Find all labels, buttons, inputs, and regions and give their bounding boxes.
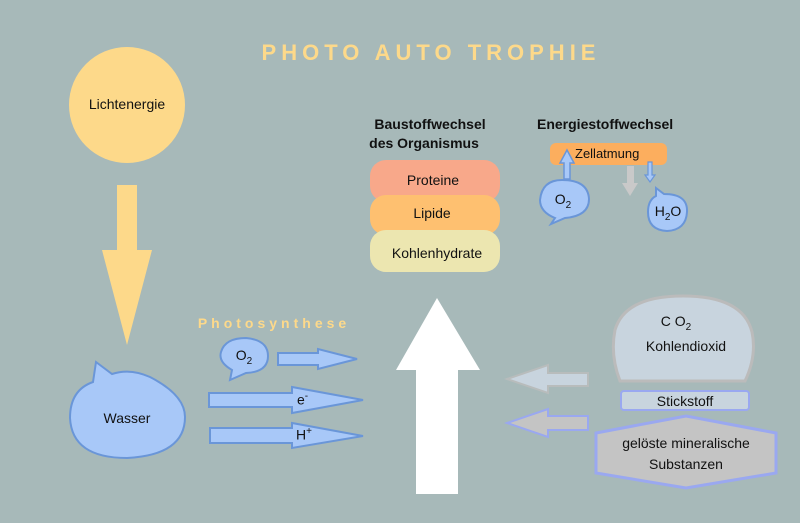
energy-o2-bubble: [538, 178, 591, 227]
layer-label-kohlenhydrate: Kohlenhydrate: [391, 245, 483, 261]
h2o-hydrogen: H: [654, 203, 665, 219]
h2o-bubble: [646, 186, 689, 233]
o2-arrow: [277, 347, 358, 371]
layer-lipide: [370, 195, 500, 235]
h2o-subscript: 2: [664, 211, 671, 223]
layer-kohlenhydrate: [370, 230, 500, 272]
page-title: PHOTO AUTO TROPHIE: [261, 40, 601, 65]
sun-circle: [69, 47, 185, 163]
light-label: Lichtenergie: [88, 96, 166, 112]
co2-shape: [611, 294, 755, 383]
h2o-down-arrow: [643, 161, 657, 184]
o2-label: O2: [236, 347, 252, 367]
building-title-1: Baustoffwechsel: [374, 116, 486, 132]
water-label: Wasser: [103, 410, 151, 426]
proton-base: H: [296, 426, 307, 443]
co2-label: Kohlendioxid: [645, 338, 727, 354]
minerals-hexagon: [594, 414, 778, 490]
minerals-label-2: Substanzen: [649, 456, 723, 472]
electron-label: e-: [297, 391, 308, 408]
co2-formula-base: C O: [660, 313, 686, 329]
proton-superscript: +: [306, 426, 312, 437]
gray-down-arrow: [622, 166, 638, 196]
building-title-2: des Organismus: [369, 135, 479, 151]
light-arrow: [102, 185, 152, 345]
electron-base: e: [297, 391, 305, 408]
water-bubble: [68, 360, 187, 460]
energy-o2-base: O: [554, 191, 566, 207]
o2-subscript: 2: [246, 355, 253, 367]
zellatmung-label: Zellatmung: [575, 146, 640, 161]
layer-proteine: [370, 160, 500, 202]
electron-superscript: -: [304, 391, 309, 402]
photosynthesis-label: Photosynthese: [197, 315, 351, 331]
minerals-arrow: [503, 407, 589, 439]
h2o-oxygen: O: [670, 203, 682, 219]
proton-arrow: [209, 421, 364, 450]
stickstoff-box: [620, 390, 750, 411]
proton-label: H+: [296, 426, 312, 443]
co2-subscript: 2: [685, 321, 692, 333]
o2-bubble: [219, 336, 270, 382]
energy-title: Energiestoffwechsel: [537, 116, 674, 132]
electron-arrow: [208, 385, 364, 415]
energy-o2-label: O2: [555, 191, 571, 211]
co2-formula: C O2: [661, 313, 691, 333]
h2o-label: H2O: [655, 203, 682, 223]
main-up-arrow: [396, 298, 480, 494]
stickstoff-label: Stickstoff: [656, 393, 714, 409]
o2-up-arrow: [558, 148, 576, 180]
layer-label-lipide: Lipide: [413, 205, 451, 221]
minerals-label-1: gelöste mineralische: [622, 435, 750, 451]
energy-o2-subscript: 2: [565, 199, 572, 211]
layer-label-proteine: Proteine: [406, 172, 460, 188]
zellatmung-box: [550, 143, 667, 165]
o2-base: O: [235, 347, 247, 363]
co2-arrow: [503, 363, 589, 395]
